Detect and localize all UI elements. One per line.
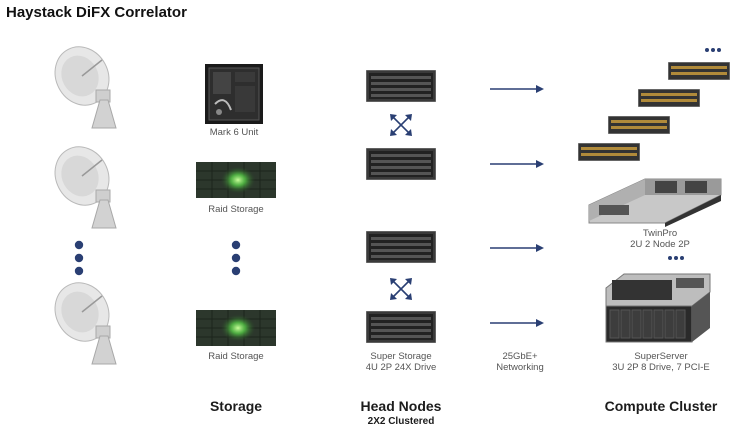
head-nodes-subheader: 2X2 Clustered — [367, 416, 435, 427]
ellipsis-icon — [668, 256, 684, 260]
compute-node-server-image — [578, 143, 640, 161]
super-storage-caption-line2: 4U 2P 24X Drive — [365, 362, 437, 373]
arrow-right-icon — [490, 319, 544, 327]
raid-storage-caption: Raid Storage — [208, 204, 264, 215]
crossed-arrows-icon — [390, 278, 412, 300]
page-title: Haystack DiFX Correlator — [6, 4, 187, 21]
network-caption-line1: 25GbE+ — [502, 351, 538, 362]
head-node-server-image — [366, 70, 436, 102]
twinpro-server-image — [588, 178, 722, 227]
superserver-image — [605, 273, 711, 343]
twinpro-caption-line2: 2U 2 Node 2P — [630, 239, 690, 250]
arrow-right-icon — [490, 85, 544, 93]
superserver-caption-line2: 3U 2P 8 Drive, 7 PCI-E — [612, 362, 710, 373]
twinpro-caption-line1: TwinPro — [642, 228, 678, 239]
raid-storage-image — [196, 162, 276, 198]
antenna-dish-icon — [54, 46, 117, 129]
storage-column-header: Storage — [209, 398, 263, 414]
raid-storage-image — [196, 310, 276, 346]
compute-node-server-image — [638, 89, 700, 107]
ellipsis-icon — [231, 240, 241, 276]
head-node-server-image — [366, 311, 436, 343]
head-node-server-image — [366, 148, 436, 180]
super-storage-caption-line1: Super Storage — [370, 351, 432, 362]
head-nodes-column-header: Head Nodes — [360, 398, 442, 414]
mark6-caption: Mark 6 Unit — [209, 127, 259, 138]
antenna-dish-icon — [54, 282, 117, 365]
compute-node-server-image — [608, 116, 670, 134]
ellipsis-icon — [74, 240, 84, 276]
compute-node-server-image — [668, 62, 730, 80]
network-caption-line2: Networking — [496, 362, 544, 373]
raid-storage-caption: Raid Storage — [208, 351, 264, 362]
mark6-unit-image — [205, 64, 263, 124]
antenna-dish-icon — [54, 146, 117, 229]
arrow-right-icon — [490, 244, 544, 252]
crossed-arrows-icon — [390, 114, 412, 136]
superserver-caption-line1: SuperServer — [634, 351, 688, 362]
arrow-right-icon — [490, 160, 544, 168]
head-node-server-image — [366, 231, 436, 263]
ellipsis-icon — [705, 48, 721, 52]
compute-cluster-column-header: Compute Cluster — [604, 398, 718, 414]
